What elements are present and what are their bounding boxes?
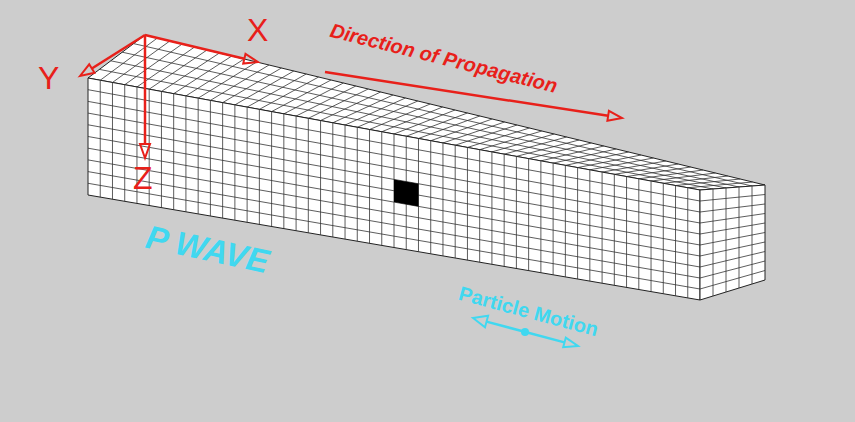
front-face bbox=[88, 78, 700, 300]
arrow-head bbox=[563, 338, 578, 348]
grid-line bbox=[614, 164, 678, 174]
end-face bbox=[700, 185, 765, 300]
grid-line bbox=[161, 53, 219, 91]
grid-line bbox=[639, 170, 703, 179]
arrow-head bbox=[473, 316, 488, 328]
grid-line bbox=[88, 172, 700, 278]
grid-line bbox=[700, 252, 765, 268]
grid-line bbox=[602, 161, 666, 172]
grid-line bbox=[149, 50, 207, 89]
grid-line bbox=[186, 59, 244, 96]
grid-line bbox=[700, 271, 765, 290]
grid-line bbox=[700, 223, 765, 234]
axis-label: Y bbox=[38, 62, 59, 94]
grid-block bbox=[88, 35, 765, 300]
grid-line bbox=[125, 44, 182, 85]
arrow-head bbox=[80, 64, 95, 76]
particle-cell bbox=[394, 179, 419, 206]
grid-line bbox=[370, 104, 431, 130]
arrow-line bbox=[92, 35, 145, 69]
grid-line bbox=[112, 41, 169, 82]
direction-label: Direction of Propagation bbox=[328, 20, 559, 96]
axis-label: Z bbox=[133, 162, 153, 194]
grid-line bbox=[700, 195, 765, 202]
arrow-line bbox=[145, 35, 244, 59]
axis-label: X bbox=[247, 14, 268, 46]
arrow-head bbox=[607, 111, 622, 121]
grid-line bbox=[627, 167, 691, 177]
grid-line bbox=[88, 113, 700, 223]
grid-line bbox=[590, 158, 654, 170]
arrow-line bbox=[325, 72, 608, 116]
particle-dot bbox=[521, 328, 529, 336]
grid-line bbox=[700, 204, 765, 212]
arrow-line bbox=[144, 35, 147, 144]
grid-line bbox=[198, 62, 256, 98]
grid-line bbox=[578, 155, 641, 168]
grid-line bbox=[345, 98, 405, 125]
wave-title: P WAVE bbox=[143, 220, 272, 278]
grid-line bbox=[357, 101, 418, 127]
grid-line bbox=[88, 101, 700, 212]
grid-line bbox=[700, 214, 765, 224]
grid-line bbox=[88, 125, 700, 234]
arrow-head bbox=[140, 144, 150, 158]
grid-line bbox=[174, 56, 232, 94]
grid-line bbox=[700, 233, 765, 246]
grid-line bbox=[700, 261, 765, 278]
arrow-head bbox=[243, 54, 258, 64]
